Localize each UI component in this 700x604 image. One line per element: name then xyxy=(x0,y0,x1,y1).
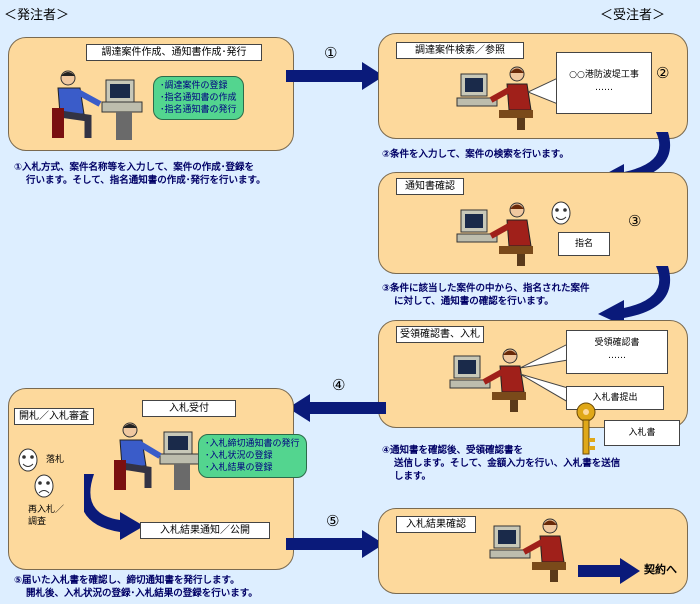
label-receipt-bid: 受領確認書、入札 xyxy=(396,326,484,343)
label-notice-confirm: 通知書確認 xyxy=(396,178,464,195)
bubble-line: ･指名通知書の発行 xyxy=(160,105,237,115)
theater-masks-icon xyxy=(18,448,54,498)
step-number-4: ④ xyxy=(332,376,346,394)
person-at-computer-icon xyxy=(489,518,566,582)
description-line: ④通知書を確認後、受領確認書を xyxy=(382,445,524,456)
text-to-contract: 契約へ xyxy=(644,563,677,576)
key-icon xyxy=(576,402,596,455)
step-number-2: ② xyxy=(656,64,670,82)
arrow-left-icon xyxy=(288,394,386,422)
description-line: に対して、通知書の確認を行います。 xyxy=(394,296,554,307)
arrow-right-icon xyxy=(286,62,384,90)
label-result-confirm: 入札結果確認 xyxy=(396,516,476,533)
document-nomination: 指名 xyxy=(558,232,610,256)
description-line: 送信します。そして、金額入力を行い、入札書を送信 xyxy=(394,458,621,469)
step-number-1: ① xyxy=(324,44,338,62)
speech-pointer xyxy=(528,78,558,104)
bubble-line: ･指名通知書の作成 xyxy=(160,93,237,103)
description-step-1: ①入札方式、案件名称等を入力して、案件の作成･登録を 行います。そして、指名通知… xyxy=(14,161,266,187)
speech-pointer xyxy=(520,343,568,403)
description-line: します。 xyxy=(394,471,432,482)
bubble-orderer-tasks: ･調達案件の登録 ･指名通知書の作成 ･指名通知書の発行 xyxy=(153,76,244,120)
step-number-3: ③ xyxy=(628,212,642,230)
description-line: ①入札方式、案件名称等を入力して、案件の作成･登録を xyxy=(14,162,255,173)
bubble-line: ･調達案件の登録 xyxy=(160,81,228,91)
document-dots: …… xyxy=(608,351,626,361)
bubble-line: ･入札締切通知書の発行 xyxy=(205,439,300,449)
arrow-right-icon xyxy=(286,530,384,558)
label-procurement-create: 調達案件作成、通知書作成･発行 xyxy=(86,44,262,61)
curved-arrow-down-icon xyxy=(598,266,671,326)
description-line: ②条件を入力して、案件の検索を行います。 xyxy=(382,149,569,160)
document-title: ○○港防波堤工事 xyxy=(569,70,639,80)
curved-arrow-icon xyxy=(84,474,144,540)
document-bid: 入札書 xyxy=(604,420,680,446)
bubble-bid-tasks: ･入札締切通知書の発行 ･入札状況の登録 ･入札結果の登録 xyxy=(198,434,307,478)
rebid-line: 再入札／ xyxy=(28,505,65,515)
document-title: 受領確認書 xyxy=(594,338,640,348)
step-number-5: ⑤ xyxy=(326,512,340,530)
label-bid-receive: 入札受付 xyxy=(142,400,236,417)
description-step-4: ④通知書を確認後、受領確認書を 送信します。そして、金額入力を行い、入札書を送信… xyxy=(382,444,620,483)
rebid-line: 調査 xyxy=(28,517,47,527)
arrow-right-icon xyxy=(578,558,640,584)
document-receipt: 受領確認書 …… xyxy=(566,330,668,374)
description-step-3: ③条件に該当した案件の中から、指名された案件 に対して、通知書の確認を行います。 xyxy=(382,282,590,308)
description-line: ③条件に該当した案件の中から、指名された案件 xyxy=(382,283,590,294)
document-dots: …… xyxy=(595,83,613,93)
text-rebid: 再入札／ 調査 xyxy=(28,504,64,528)
description-line: ⑤届いた入札書を確認し、締切通知書を発行します。 xyxy=(14,575,240,586)
label-result-notice: 入札結果通知／公開 xyxy=(140,522,270,539)
mask-icon xyxy=(551,201,571,225)
person-at-computer-icon xyxy=(456,202,533,266)
person-at-computer-icon xyxy=(449,348,526,412)
description-step-2: ②条件を入力して、案件の検索を行います。 xyxy=(382,148,569,161)
person-at-computer-icon xyxy=(456,66,533,130)
bubble-line: ･入札結果の登録 xyxy=(205,463,273,473)
description-step-5: ⑤届いた入札書を確認し、締切通知書を発行します。 開札後、入札状況の登録･入札結… xyxy=(14,574,258,600)
text-winning-bid: 落札 xyxy=(46,455,65,465)
description-line: 開札後、入札状況の登録･入札結果の登録を行います。 xyxy=(26,588,258,599)
contractor-heading: ＜受注者＞ xyxy=(600,8,666,23)
orderer-heading: ＜発注者＞ xyxy=(4,8,70,23)
label-opening-review: 開札／入札審査 xyxy=(14,408,94,425)
description-line: 行います。そして、指名通知書の作成･発行を行います。 xyxy=(26,175,266,186)
person-at-computer-icon xyxy=(114,422,201,490)
bubble-line: ･入札状況の登録 xyxy=(205,451,273,461)
label-procurement-search: 調達案件検索／参照 xyxy=(396,42,524,59)
person-at-computer-icon xyxy=(52,70,143,140)
document-project-detail: ○○港防波堤工事 …… xyxy=(556,52,652,114)
